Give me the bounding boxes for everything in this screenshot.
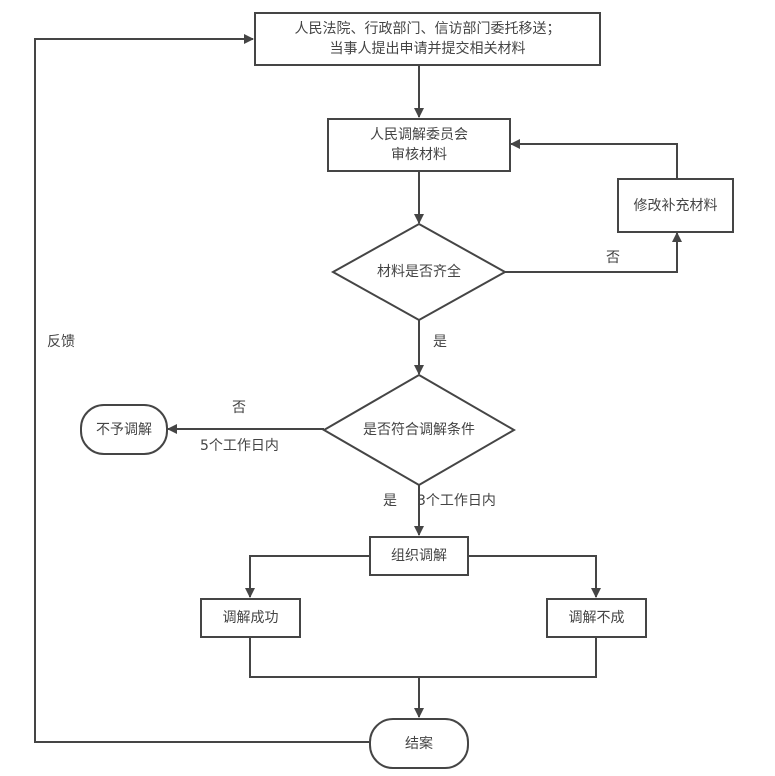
edge-label-ineligible-deadline: 5个工作日内	[200, 437, 279, 455]
node-submit-line-2: 当事人提出申请并提交相关材料	[295, 39, 561, 59]
edge-incomplete-to-revise	[505, 233, 677, 272]
edge-label-ineligible-no: 否	[232, 399, 246, 417]
node-submit-line-1: 人民法院、行政部门、信访部门委托移送；	[295, 19, 561, 39]
edge-label-eligible-deadline: 3个工作日内	[417, 492, 496, 510]
node-revise-materials: 修改补充材料	[617, 178, 734, 233]
node-mediation-success: 调解成功	[200, 598, 301, 638]
decision-complete-check-label: 材料是否齐全	[377, 263, 461, 281]
node-failure-label: 调解不成	[569, 608, 625, 628]
node-committee-review: 人民调解委员会 审核材料	[327, 118, 511, 172]
node-revise-label: 修改补充材料	[634, 196, 718, 216]
node-submit-materials: 人民法院、行政部门、信访部门委托移送； 当事人提出申请并提交相关材料	[254, 12, 601, 66]
edge-organize-to-success	[250, 556, 369, 597]
edge-organize-to-failure	[468, 556, 596, 597]
node-mediation-failure: 调解不成	[546, 598, 647, 638]
edge-label-feedback: 反馈	[47, 333, 75, 351]
node-organize-label: 组织调解	[391, 546, 447, 566]
decision-eligible-check-label: 是否符合调解条件	[363, 421, 475, 439]
edge-success-merge	[250, 637, 596, 677]
edge-label-incomplete-no: 否	[606, 249, 620, 267]
terminal-reject: 不予调解	[80, 404, 168, 455]
node-success-label: 调解成功	[223, 608, 279, 628]
terminal-reject-label: 不予调解	[96, 420, 152, 440]
edge-revise-to-review	[511, 144, 677, 178]
edge-label-eligible-yes: 是	[383, 492, 397, 510]
terminal-close-case: 结案	[369, 718, 469, 769]
node-review-line-1: 人民调解委员会	[370, 125, 468, 145]
edge-label-complete-yes: 是	[433, 333, 447, 351]
node-review-line-2: 审核材料	[370, 145, 468, 165]
terminal-close-label: 结案	[405, 734, 433, 754]
node-organize-mediation: 组织调解	[369, 536, 469, 576]
